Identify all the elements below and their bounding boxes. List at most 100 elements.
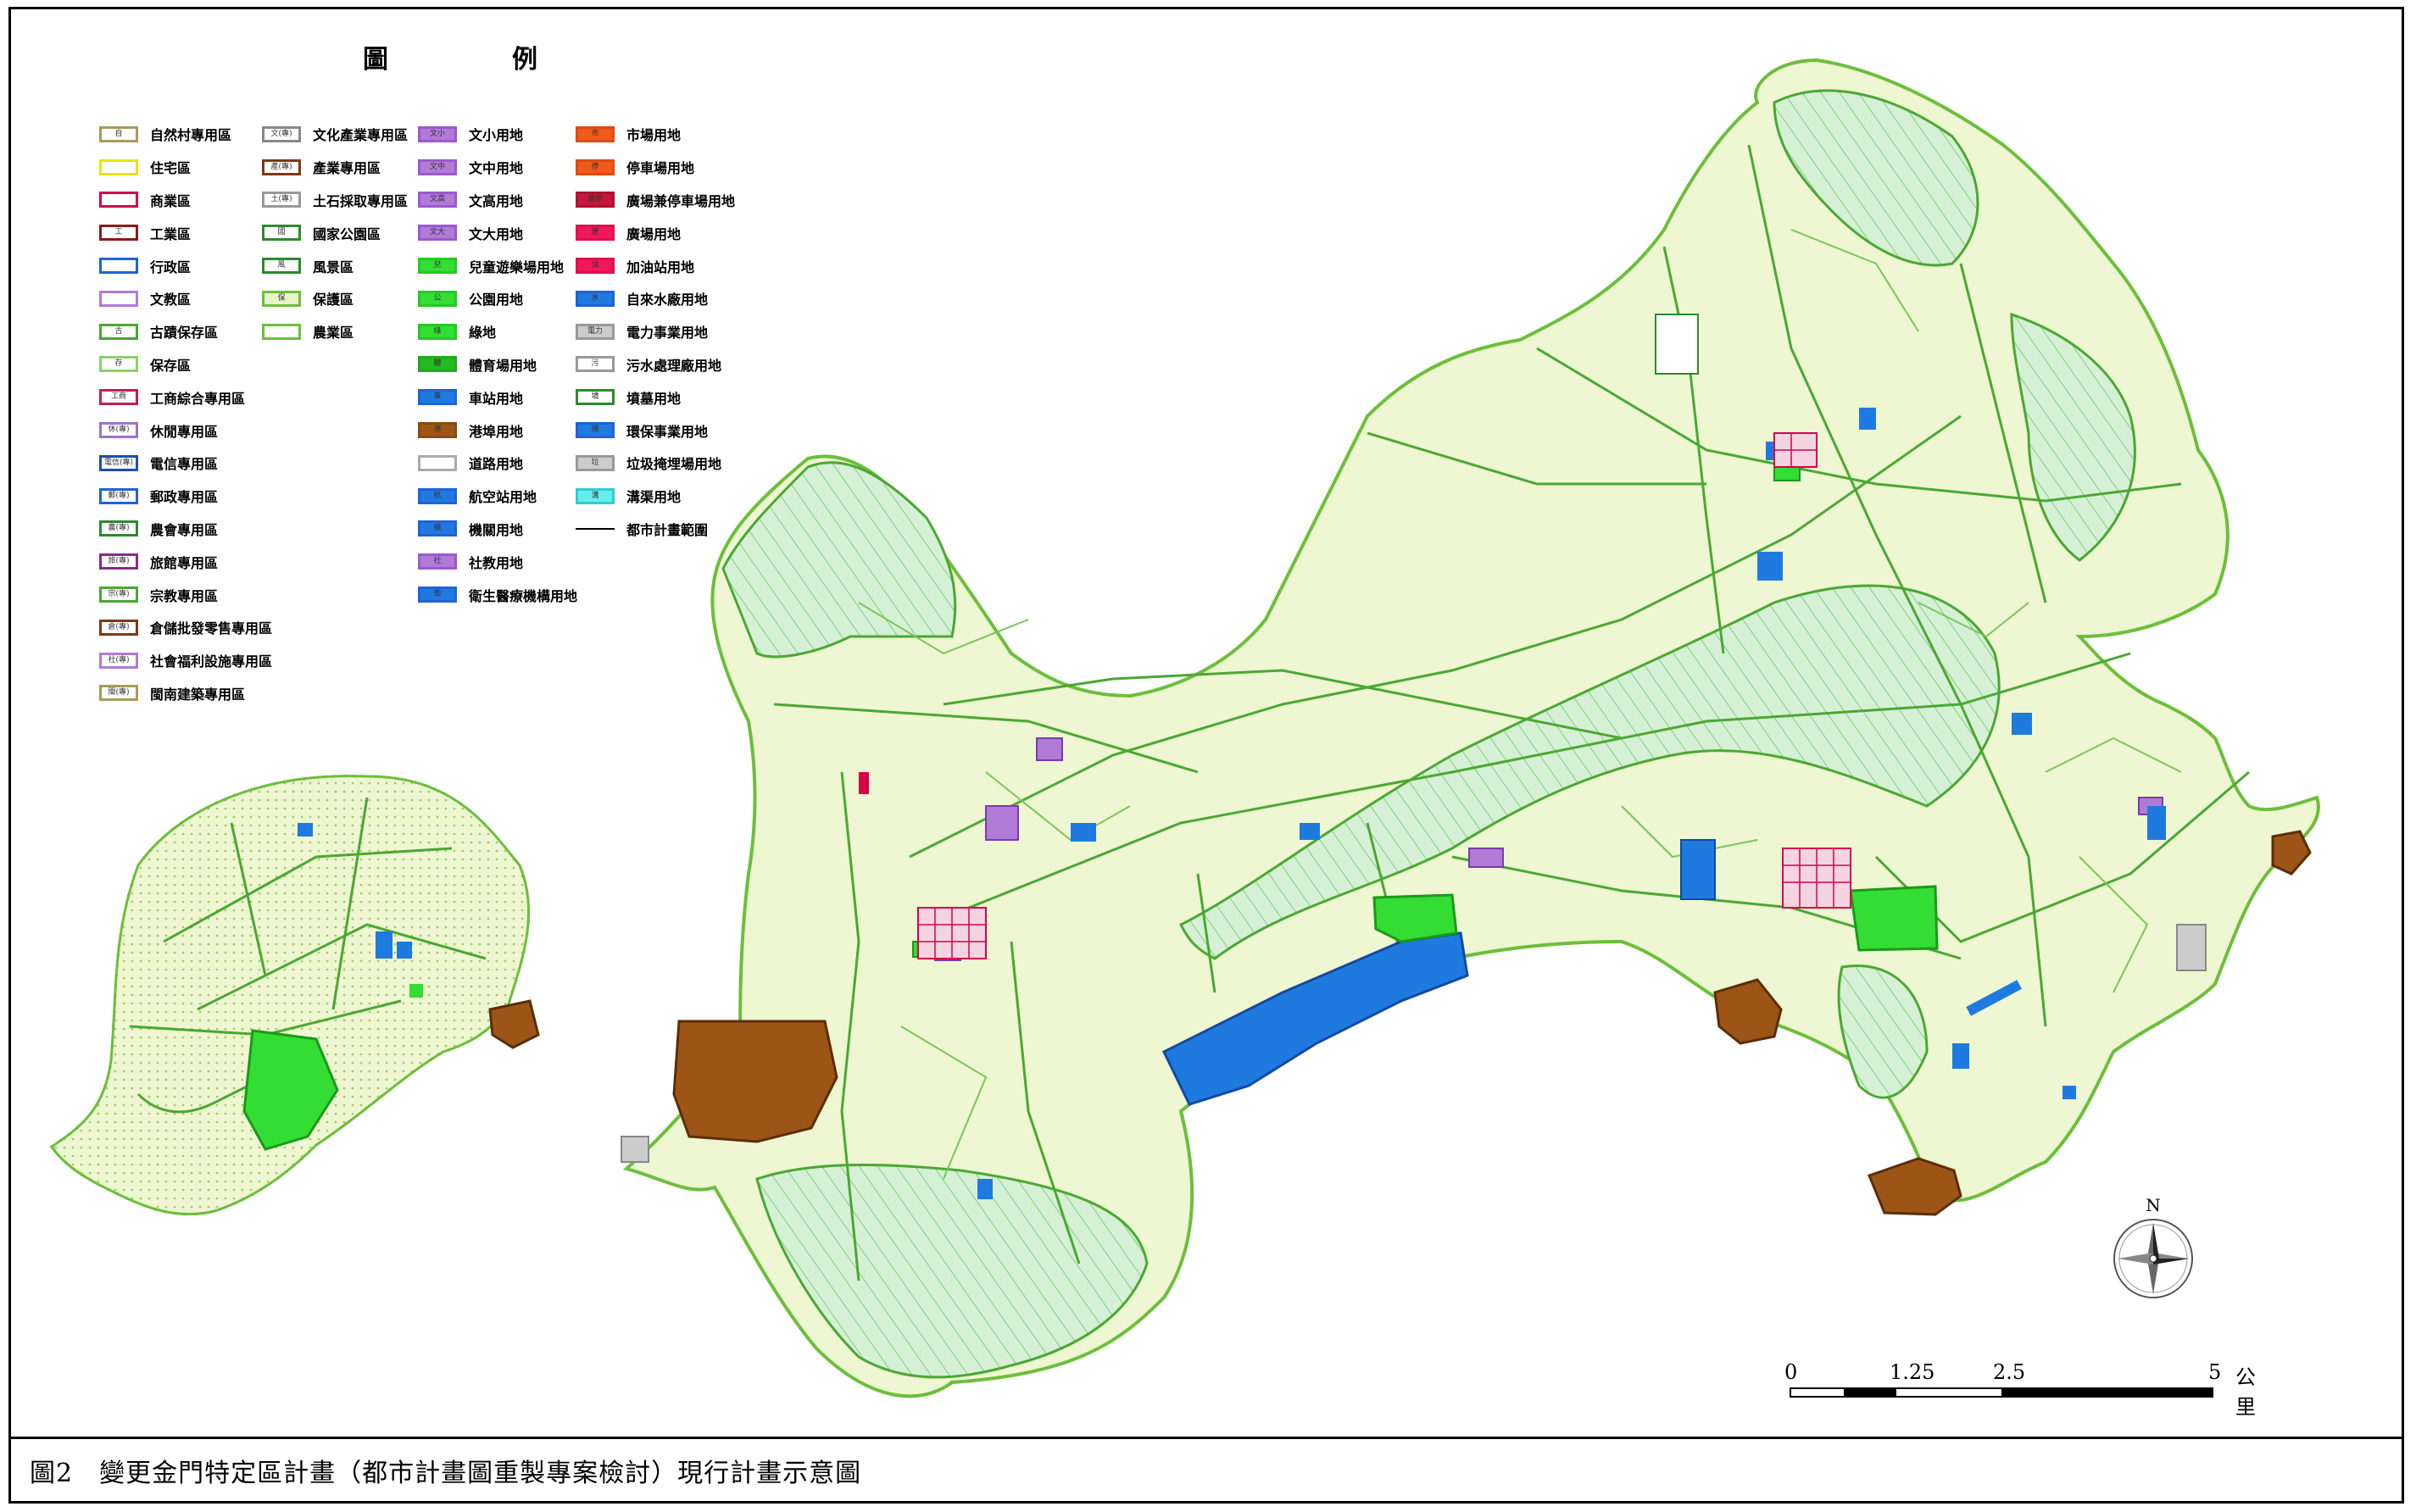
legend-swatch <box>99 158 138 175</box>
legend-item: 環環保事業用地 <box>576 414 735 447</box>
legend-label: 電力事業用地 <box>626 325 709 342</box>
harbor-west <box>672 1020 838 1143</box>
legend-label: 保存區 <box>150 357 192 374</box>
legend-label: 停車場用地 <box>626 160 695 177</box>
legend-swatch: 體 <box>418 356 457 373</box>
legend-swatch <box>418 454 457 471</box>
legend-item: 自自然村專用區 <box>99 118 272 151</box>
park-central <box>1372 893 1458 943</box>
legend-swatch: 社 <box>418 553 457 570</box>
legend-swatch: 自 <box>99 125 138 142</box>
legend-label: 文化產業專用區 <box>313 127 409 144</box>
legend-item: 港港埠用地 <box>418 414 577 447</box>
legend-item: 市市場用地 <box>576 118 735 151</box>
legend-item: 存保存區 <box>99 348 272 381</box>
legend-swatch: 車 <box>418 389 457 406</box>
legend-item: 墳墳墓用地 <box>576 381 735 414</box>
legend-swatch: 墳 <box>576 389 615 406</box>
legend-label: 垃圾掩埋場用地 <box>626 456 722 473</box>
legend-swatch: 廣 <box>576 225 615 242</box>
legend-label: 綠地 <box>469 325 497 342</box>
legend-item: 宗(專) 宗教專用區 <box>99 578 272 611</box>
legend-label: 電信專用區 <box>150 456 219 473</box>
legend-swatch: 垃 <box>576 454 615 471</box>
legend-label: 廣場兼停車場用地 <box>626 192 736 209</box>
legend-swatch: 古 <box>99 323 138 340</box>
legend-swatch: 廣停 <box>576 192 615 208</box>
legend-item: 休(專) 休閒專用區 <box>99 414 272 447</box>
legend-item: 文教區 <box>99 282 272 315</box>
legend-item: 廣廣場用地 <box>576 216 735 249</box>
legend-label: 污水處理廠用地 <box>626 357 722 374</box>
legend-swatch <box>99 192 138 208</box>
legend-swatch: 存 <box>99 356 138 373</box>
legend-label: 社教用地 <box>469 554 524 571</box>
small-island <box>49 775 540 1215</box>
legend-column-3: 文小文小用地文中文中用地文高文高用地文大文大用地兒兒童遊樂場用地公公園用地綠綠地… <box>418 118 577 611</box>
legend-item: 機機關用地 <box>418 513 577 546</box>
legend-label: 倉儲批發零售專用區 <box>150 620 273 637</box>
legend-label: 加油站用地 <box>626 258 695 275</box>
legend-swatch: 土(專) <box>262 192 301 208</box>
legend-swatch <box>262 323 301 340</box>
legend-swatch: 農(專) <box>99 520 138 537</box>
legend-item: 污污水處理廠用地 <box>576 348 735 381</box>
harbor-east <box>2271 830 2312 876</box>
legend-swatch: 產(專) <box>262 158 301 175</box>
legend-swatch: 市 <box>576 125 615 142</box>
town-jinsha <box>1773 432 1818 468</box>
legend-item: 航航空站用地 <box>418 480 577 513</box>
legend-swatch: 衛 <box>418 586 457 603</box>
legend-swatch: 水 <box>576 290 615 307</box>
small-island-park <box>242 1029 339 1151</box>
legend-label: 工業區 <box>150 225 192 242</box>
legend-swatch: 休(專) <box>99 422 138 439</box>
legend-item: 綠綠地 <box>418 315 577 348</box>
small-island-outline <box>49 775 531 1215</box>
legend-label: 產業專用區 <box>313 160 381 177</box>
legend-label: 工商綜合專用區 <box>150 390 246 407</box>
legend-item: 工工業區 <box>99 216 272 249</box>
caption-bar: 圖2 變更金門特定區計畫（都市計畫圖重製專案檢討）現行計畫示意圖 <box>11 1437 2402 1501</box>
legend-item: 住宅區 <box>99 151 272 184</box>
legend-item: 車車站用地 <box>418 381 577 414</box>
map-canvas <box>49 58 2320 1398</box>
legend-label: 衛生醫療機構用地 <box>469 587 578 604</box>
legend-label: 國家公園區 <box>313 225 381 242</box>
legend-label: 體育場用地 <box>469 357 537 374</box>
legend-item: 保保護區 <box>262 282 408 315</box>
legend-swatch: 旅(專) <box>99 553 138 570</box>
legend-item: 閩(專)閩南建築專用區 <box>99 677 272 710</box>
legend-label: 市場用地 <box>626 127 682 144</box>
legend-label: 宗教專用區 <box>150 587 219 604</box>
legend-swatch: 停 <box>576 158 615 175</box>
compass-label: N <box>2146 1195 2161 1215</box>
legend-swatch: 機 <box>418 520 457 537</box>
legend-label: 公園用地 <box>469 292 524 309</box>
legend-item: 文中文中用地 <box>418 151 577 184</box>
legend-swatch: 宗(專) <box>99 586 138 603</box>
legend-item: 農(專)農會專用區 <box>99 513 272 546</box>
legend-swatch: 保 <box>262 290 301 307</box>
legend-label: 商業區 <box>150 192 192 209</box>
legend-item: 農業區 <box>262 315 408 348</box>
legend-item: 停停車場用地 <box>576 151 735 184</box>
legend-swatch: 工 <box>99 225 138 242</box>
legend-item: 文小文小用地 <box>418 118 577 151</box>
legend-item: 體體育場用地 <box>418 348 577 381</box>
legend-item: 道路用地 <box>418 447 577 480</box>
legend-item: 垃垃圾掩埋場用地 <box>576 447 735 480</box>
legend-label: 兒童遊樂場用地 <box>469 258 565 275</box>
map-frame: 圖 例 自自然村專用區住宅區商業區工工業區行政區文教區古古蹟保存區存保存區工商工… <box>8 7 2404 1504</box>
legend-item: 水自來水廠用地 <box>576 282 735 315</box>
legend-item: 工商工商綜合專用區 <box>99 381 272 414</box>
legend-label: 文教區 <box>150 292 192 309</box>
legend-item: 電信(專)電信專用區 <box>99 447 272 480</box>
legend-swatch: 文小 <box>418 125 457 142</box>
school-b <box>1036 737 1063 761</box>
legend-item: 溝溝渠用地 <box>576 480 735 513</box>
legend-label: 機關用地 <box>469 521 524 538</box>
legend-label: 休閒專用區 <box>150 423 219 440</box>
national-park-east <box>2010 312 2136 562</box>
legend-item: 風風景區 <box>262 249 408 282</box>
